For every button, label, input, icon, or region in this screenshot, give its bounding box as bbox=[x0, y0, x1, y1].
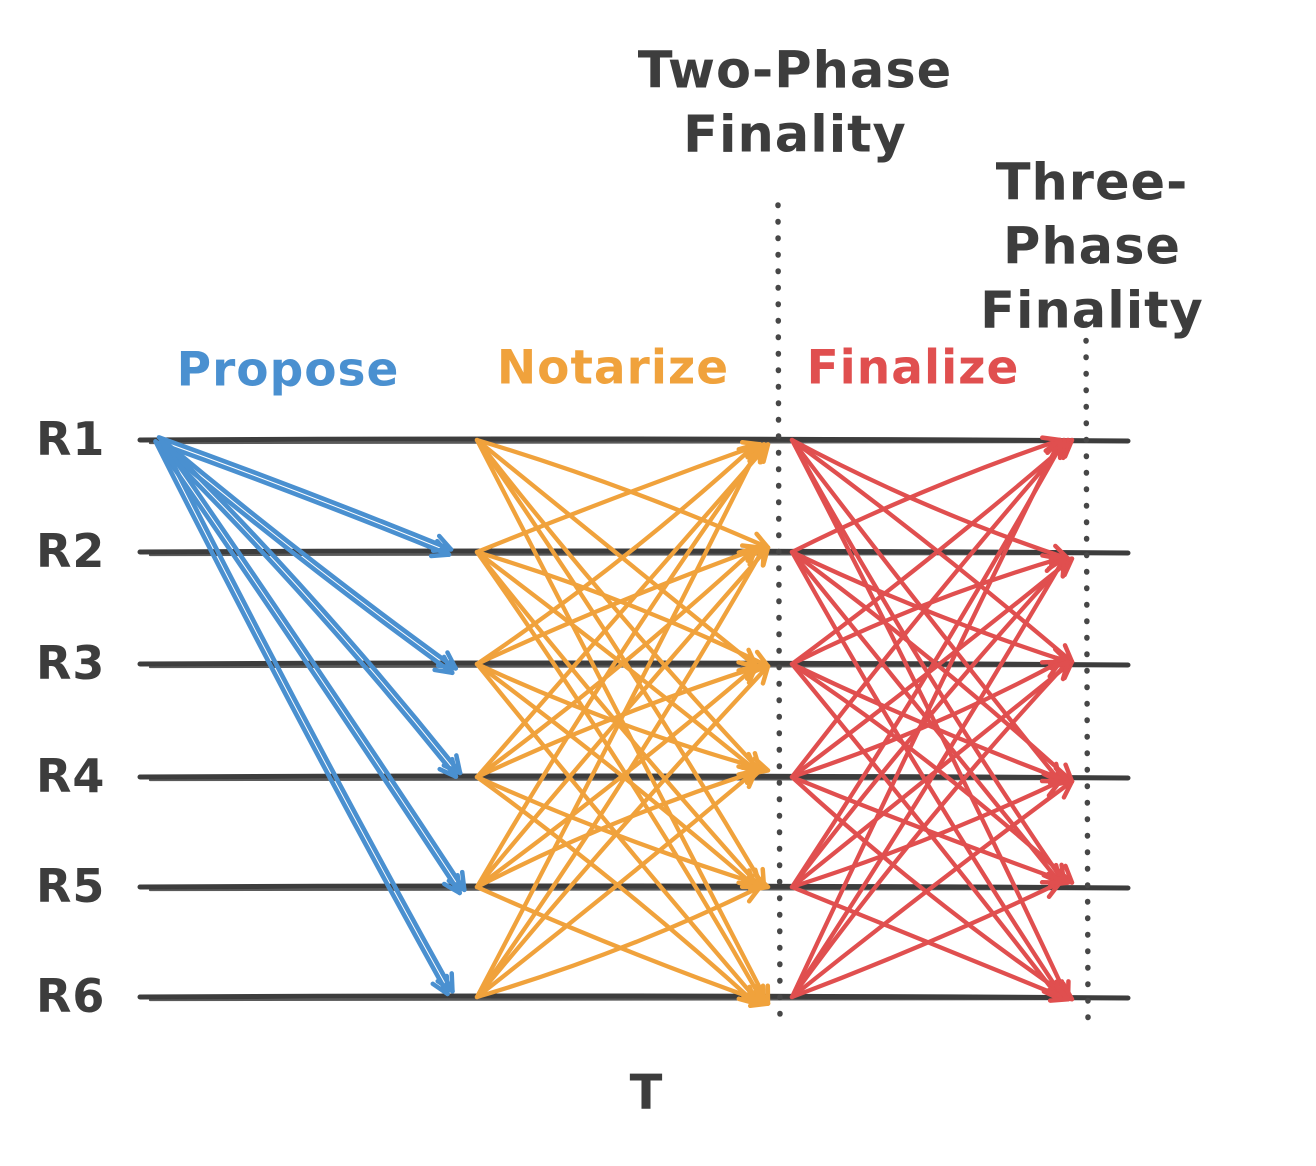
propose-message-arrow bbox=[153, 439, 459, 779]
notarize-message-arrow bbox=[474, 774, 759, 1006]
replica-timeline-sketch bbox=[148, 664, 1122, 669]
replica-timeline bbox=[137, 660, 1131, 668]
finalize-message-arrow bbox=[789, 437, 1071, 1002]
notarize-message-arrow bbox=[474, 661, 759, 890]
finalize-message-arrow bbox=[789, 556, 1075, 780]
replica-timeline bbox=[137, 883, 1131, 891]
notarize-message-arrow bbox=[474, 545, 759, 780]
finalize-message-arrow bbox=[789, 549, 1067, 1002]
replica-timeline-sketch bbox=[148, 440, 1122, 445]
finalize-message-arrow bbox=[789, 659, 1063, 780]
propose-message-arrow bbox=[153, 439, 462, 896]
notarize-message-arrow bbox=[474, 442, 767, 890]
notarize-message-arrow bbox=[474, 442, 771, 780]
replica-timeline bbox=[137, 773, 1131, 781]
notarize-message-arrow bbox=[474, 442, 763, 1000]
finalize-message-arrow bbox=[789, 556, 1067, 1000]
notarize-message-arrow bbox=[474, 545, 767, 1000]
notarize-message-arrow bbox=[474, 437, 763, 773]
propose-message-arrow bbox=[153, 439, 450, 997]
phase-label-notarize: Notarize bbox=[496, 340, 730, 396]
finalize-message-arrow bbox=[789, 553, 1063, 667]
notarize-message-arrow bbox=[474, 765, 763, 890]
propose-message-arrow bbox=[157, 435, 459, 671]
propose-message-arrow bbox=[158, 436, 455, 994]
replica-label-r1: R1 bbox=[36, 411, 106, 466]
finalize-message-arrow bbox=[789, 779, 1075, 1000]
finality-boundary-line bbox=[775, 202, 783, 1031]
finalize-message-arrow bbox=[789, 437, 1075, 665]
finalize-message-arrow bbox=[789, 659, 1071, 1000]
notarize-message-arrow bbox=[474, 549, 771, 669]
replica-label-r6: R6 bbox=[36, 968, 106, 1023]
notarize-message-arrow bbox=[474, 442, 759, 667]
replica-timeline-sketch bbox=[148, 997, 1122, 1002]
propose-message-arrow bbox=[158, 436, 467, 893]
notarize-message-arrow bbox=[474, 663, 771, 1000]
finalize-message-arrow bbox=[789, 556, 1071, 890]
milestone-label-two-phase-finality: Two-Phase Finality bbox=[637, 41, 953, 164]
propose-arrows bbox=[153, 435, 467, 997]
notarize-message-arrow bbox=[474, 884, 763, 1000]
notarize-message-arrow bbox=[474, 663, 759, 890]
finalize-message-arrow bbox=[789, 880, 1063, 1000]
notarize-message-arrow bbox=[474, 439, 763, 555]
finalize-message-arrow bbox=[789, 437, 1075, 667]
propose-message-arrow bbox=[156, 435, 454, 554]
propose-message-arrow bbox=[157, 435, 463, 776]
notarize-message-arrow bbox=[474, 437, 759, 669]
notarize-message-arrow bbox=[474, 543, 763, 667]
propose-message-arrow bbox=[154, 440, 452, 559]
replica-timeline-sketch bbox=[148, 887, 1122, 892]
replica-timeline-sketch bbox=[148, 777, 1122, 782]
finalize-message-arrow bbox=[789, 437, 1071, 780]
finalize-message-arrow bbox=[789, 437, 1071, 564]
notarize-message-arrow bbox=[474, 437, 771, 551]
replica-label-r2: R2 bbox=[36, 523, 106, 578]
notarize-message-arrow bbox=[474, 768, 759, 1000]
replica-label-r3: R3 bbox=[36, 635, 106, 690]
time-axis-label: T bbox=[629, 1065, 663, 1121]
finalize-arrows bbox=[789, 435, 1075, 1003]
notarize-message-arrow bbox=[474, 661, 763, 780]
finalize-message-arrow bbox=[789, 549, 1071, 667]
finality-boundary-line bbox=[1083, 321, 1091, 1021]
notarize-message-arrow bbox=[474, 774, 771, 893]
finalize-message-arrow bbox=[789, 778, 1063, 890]
replica-timeline bbox=[137, 548, 1131, 556]
replica-timeline bbox=[137, 436, 1131, 444]
replica-timeline bbox=[137, 993, 1131, 1001]
finalize-message-arrow bbox=[789, 437, 1063, 1000]
milestone-label-three-phase-finality: Three-Phase Finality bbox=[980, 153, 1204, 340]
finalize-message-arrow bbox=[789, 774, 1071, 887]
replica-label-r4: R4 bbox=[36, 748, 106, 803]
finalize-message-arrow bbox=[789, 437, 1067, 885]
notarize-arrows bbox=[474, 437, 771, 1009]
phase-label-finalize: Finalize bbox=[806, 340, 1020, 396]
finalize-message-arrow bbox=[789, 774, 1075, 1002]
replica-label-r5: R5 bbox=[36, 858, 106, 913]
phase-label-propose: Propose bbox=[176, 342, 400, 398]
finalize-message-arrow bbox=[789, 435, 1063, 555]
